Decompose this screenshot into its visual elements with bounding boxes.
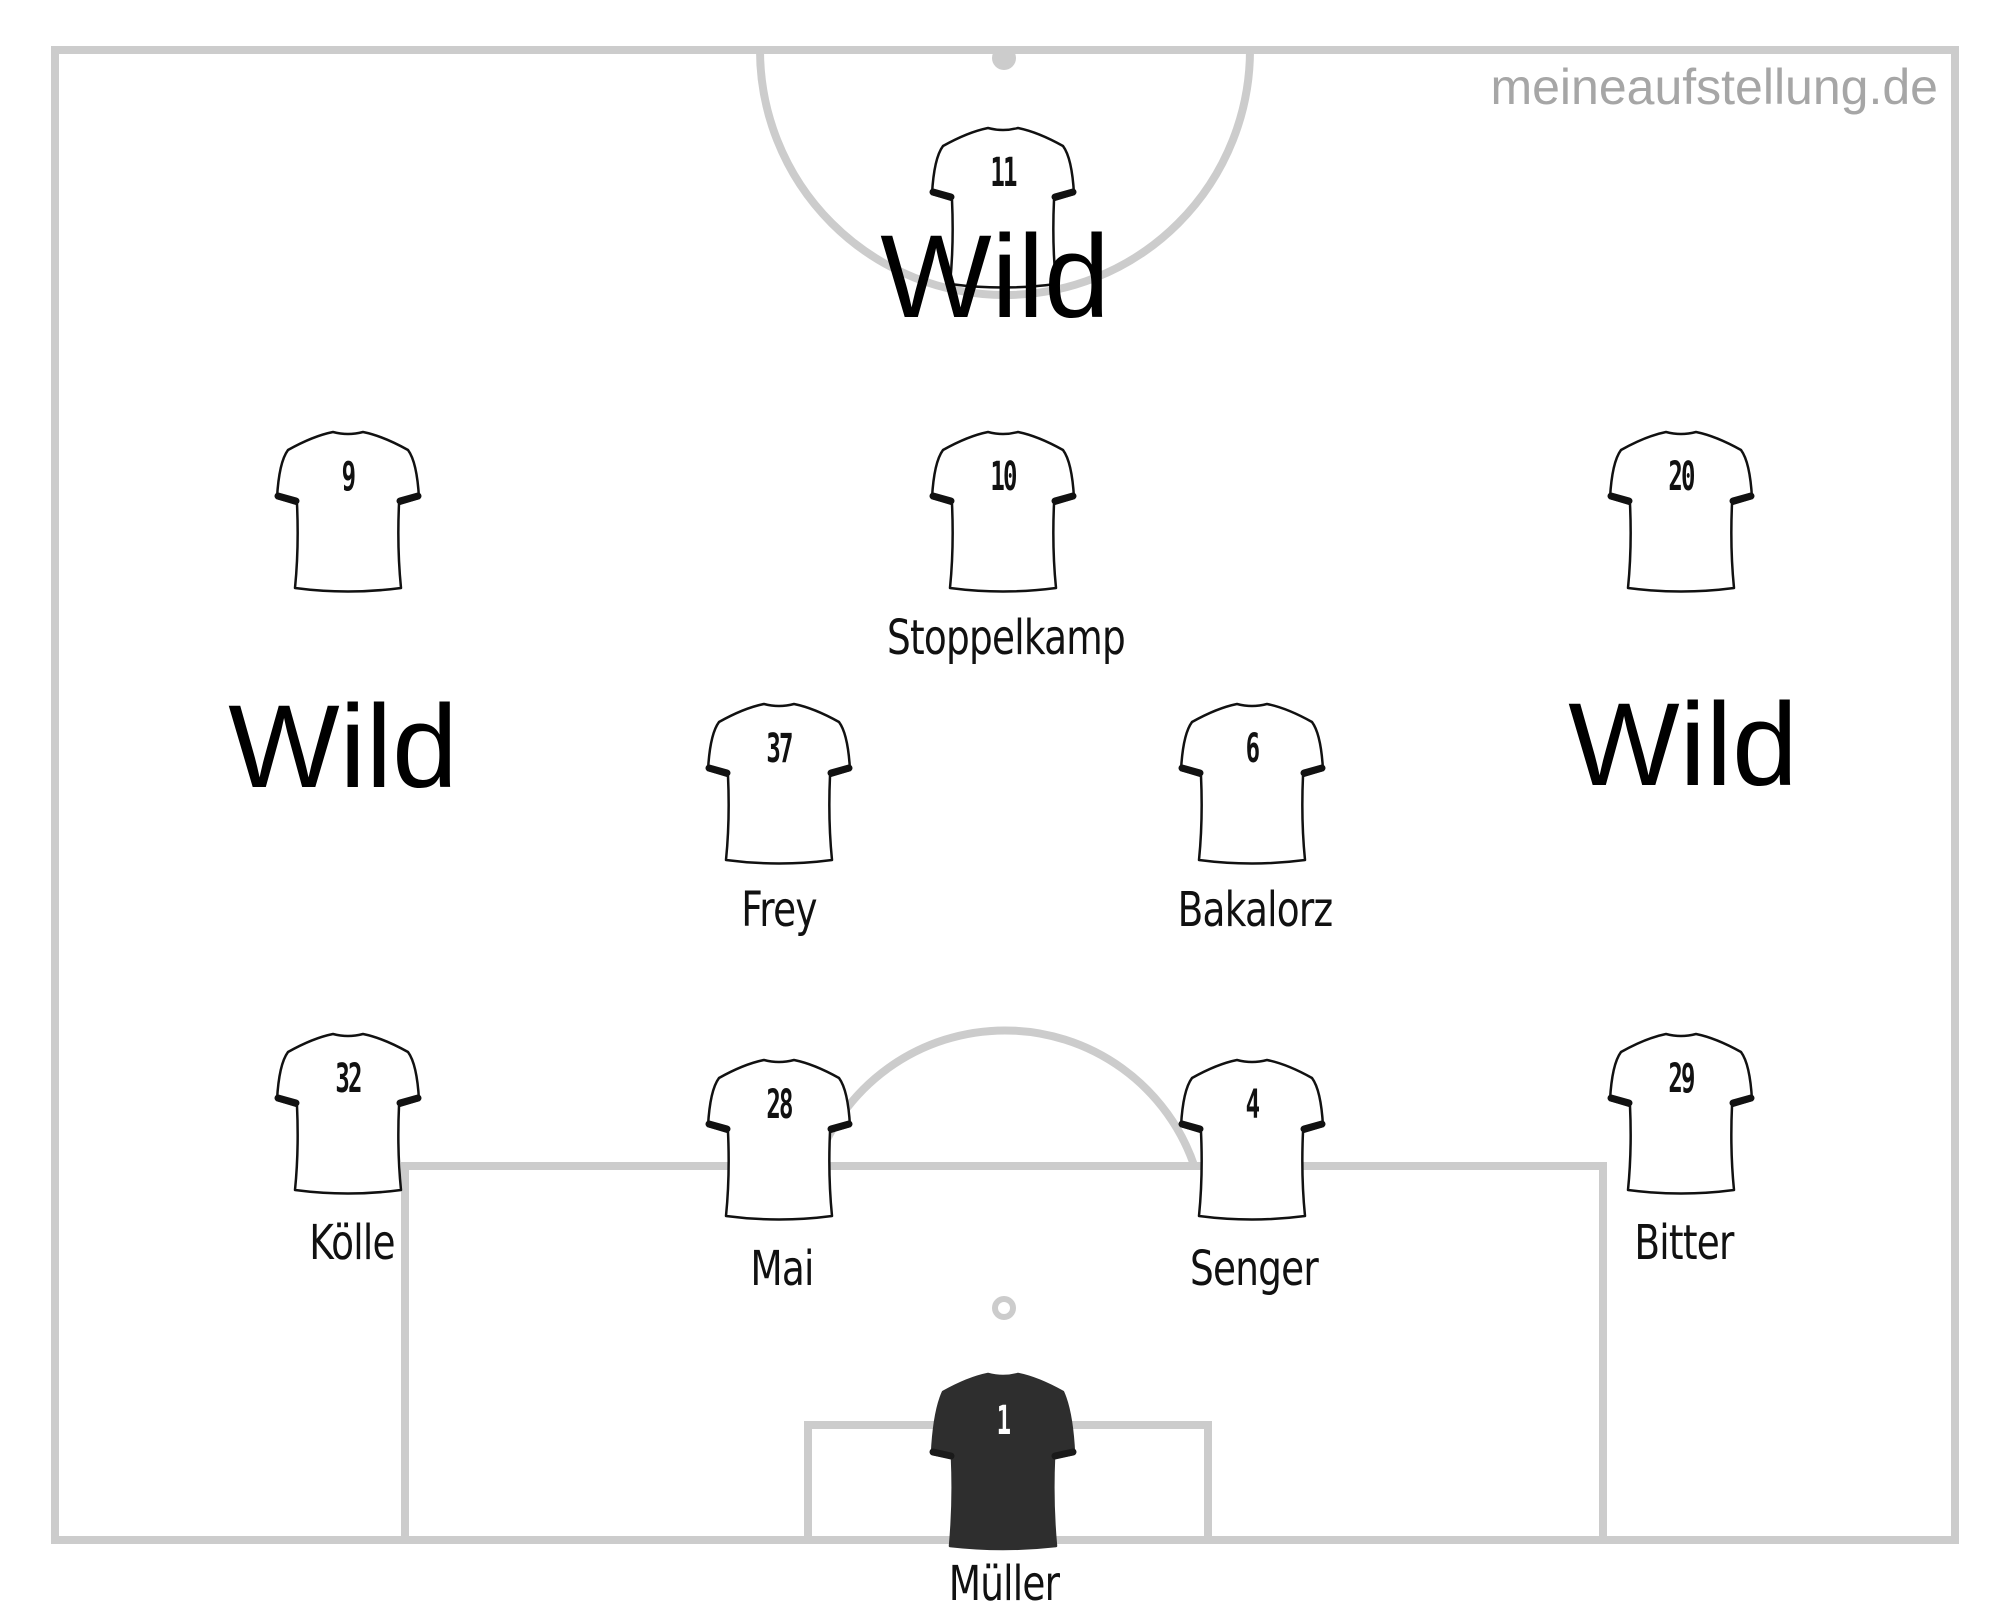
goalkeeper-jersey-icon xyxy=(929,1372,1077,1551)
shirt-number: 11 xyxy=(990,150,1017,196)
player-name: Stoppelkamp xyxy=(887,610,1126,666)
player-card[interactable]: 11 xyxy=(853,126,1153,289)
jersey-icon xyxy=(274,430,422,593)
jersey-icon xyxy=(1607,1032,1755,1195)
shirt-number: 6 xyxy=(1245,726,1260,772)
player-name: Senger xyxy=(1189,1241,1319,1297)
jersey-icon xyxy=(274,1032,422,1195)
free-label: Wild xyxy=(228,681,458,813)
goalkeeper-name: Müller xyxy=(948,1556,1060,1612)
player-card[interactable]: 29 xyxy=(1531,1032,1831,1195)
player-card[interactable]: 10 xyxy=(853,430,1153,593)
shirt-number: 29 xyxy=(1668,1056,1695,1102)
free-label: Wild xyxy=(1568,679,1798,811)
player-card[interactable]: 9 xyxy=(198,430,498,593)
shirt-number: 4 xyxy=(1245,1082,1260,1128)
penalty-area xyxy=(401,1162,1607,1540)
penalty-spot xyxy=(992,1296,1016,1320)
brand-watermark: meineaufstellung.de xyxy=(1490,59,1938,115)
shirt-number: 10 xyxy=(990,454,1017,500)
jersey-icon xyxy=(705,702,853,865)
shirt-number: 32 xyxy=(335,1056,362,1102)
jersey-icon xyxy=(929,430,1077,593)
player-card[interactable]: 6 xyxy=(1102,702,1402,865)
jersey-icon xyxy=(705,1058,853,1221)
center-circle-arc xyxy=(756,49,1254,299)
player-name: Bitter xyxy=(1634,1215,1734,1271)
player-name: Bakalorz xyxy=(1177,882,1333,938)
player-name: Frey xyxy=(741,882,817,938)
shirt-number: 37 xyxy=(766,726,793,772)
shirt-number: 1 xyxy=(996,1398,1011,1444)
player-card[interactable]: 28 xyxy=(629,1058,929,1221)
center-spot xyxy=(992,46,1016,70)
jersey-icon xyxy=(1178,1058,1326,1221)
player-card[interactable]: 4 xyxy=(1102,1058,1402,1221)
player-name: Kölle xyxy=(309,1215,395,1271)
shirt-number: 20 xyxy=(1668,454,1695,500)
jersey-icon xyxy=(1178,702,1326,865)
jersey-icon xyxy=(1607,430,1755,593)
player-card[interactable]: 32 xyxy=(198,1032,498,1195)
penalty-arc xyxy=(811,1026,1199,1170)
player-card[interactable]: 20 xyxy=(1531,430,1831,593)
shirt-number: 28 xyxy=(766,1082,793,1128)
player-name: Wild xyxy=(880,211,1110,343)
player-card[interactable]: 37 xyxy=(629,702,929,865)
goalkeeper-card[interactable]: 1 xyxy=(853,1372,1153,1551)
jersey-icon xyxy=(929,126,1077,289)
shirt-number: 9 xyxy=(341,454,356,500)
player-name: Mai xyxy=(750,1241,814,1297)
